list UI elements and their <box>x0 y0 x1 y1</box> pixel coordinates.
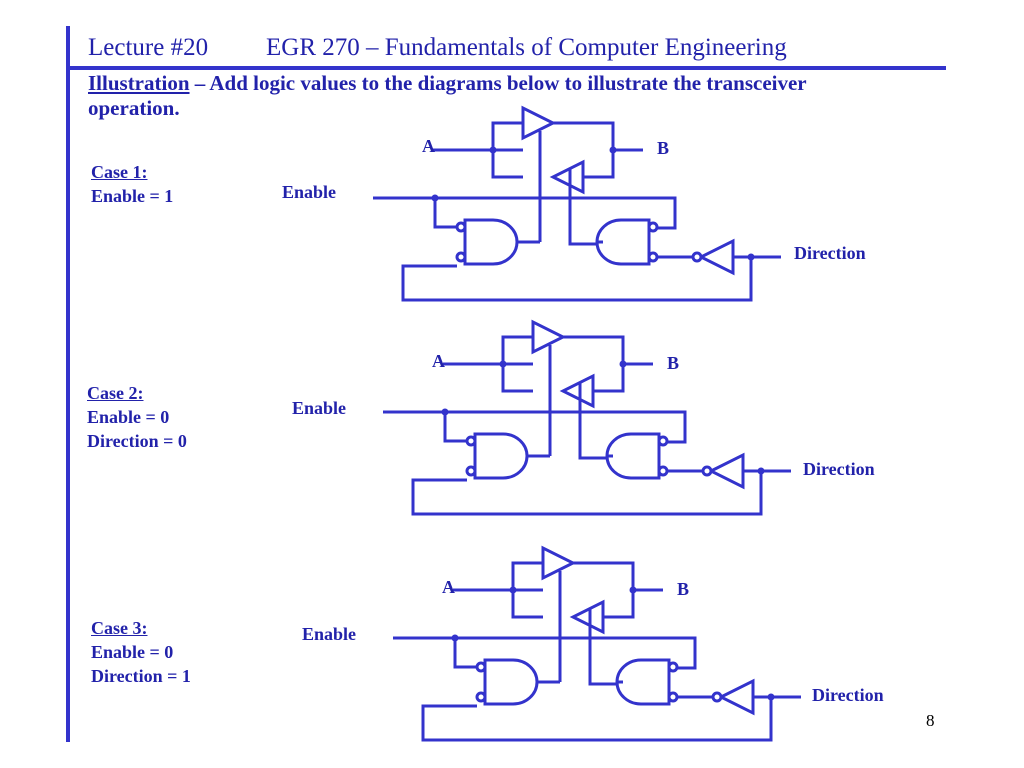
page-number: 8 <box>926 711 935 730</box>
case-3-title: Case 3: <box>91 618 148 638</box>
case-3-label-enable: Enable <box>302 624 356 644</box>
case-1-label-b: B <box>657 138 669 158</box>
case-2-label-b: B <box>667 353 679 373</box>
case-1-title: Case 1: <box>91 162 148 182</box>
case-2-line-1: Enable = 0 <box>87 407 170 427</box>
case-2-label-a: A <box>432 351 445 371</box>
intro-text: – Add logic values to the diagrams below… <box>88 71 807 120</box>
case-2-label-direction: Direction <box>803 459 875 479</box>
header-rule <box>66 66 946 70</box>
case-3-label-direction: Direction <box>812 685 884 705</box>
course-title: EGR 270 – Fundamentals of Computer Engin… <box>266 34 787 61</box>
intro-paragraph: Illustration – Add logic values to the d… <box>88 71 888 121</box>
case-3-line-1: Enable = 0 <box>91 642 174 662</box>
case-2-line-2: Direction = 0 <box>87 431 187 451</box>
case-3-line-2: Direction = 1 <box>91 666 191 686</box>
left-accent-bar <box>66 26 70 742</box>
case-2-label-enable: Enable <box>292 398 346 418</box>
intro-keyword: Illustration <box>88 71 190 95</box>
case-1-text: Case 1: Enable = 1 <box>91 160 173 208</box>
case-3-text: Case 3: Enable = 0 Direction = 1 <box>91 616 191 688</box>
case-1-label-enable: Enable <box>282 182 336 202</box>
lecture-number: Lecture #20 <box>88 34 209 61</box>
case-3-label-b: B <box>677 579 689 599</box>
case-1-line-1: Enable = 1 <box>91 186 174 206</box>
case-2-text: Case 2: Enable = 0 Direction = 0 <box>87 381 187 453</box>
case-1-label-direction: Direction <box>794 243 866 263</box>
case-3-label-a: A <box>442 577 455 597</box>
case-1-label-a: A <box>422 136 435 156</box>
case-2-title: Case 2: <box>87 383 144 403</box>
